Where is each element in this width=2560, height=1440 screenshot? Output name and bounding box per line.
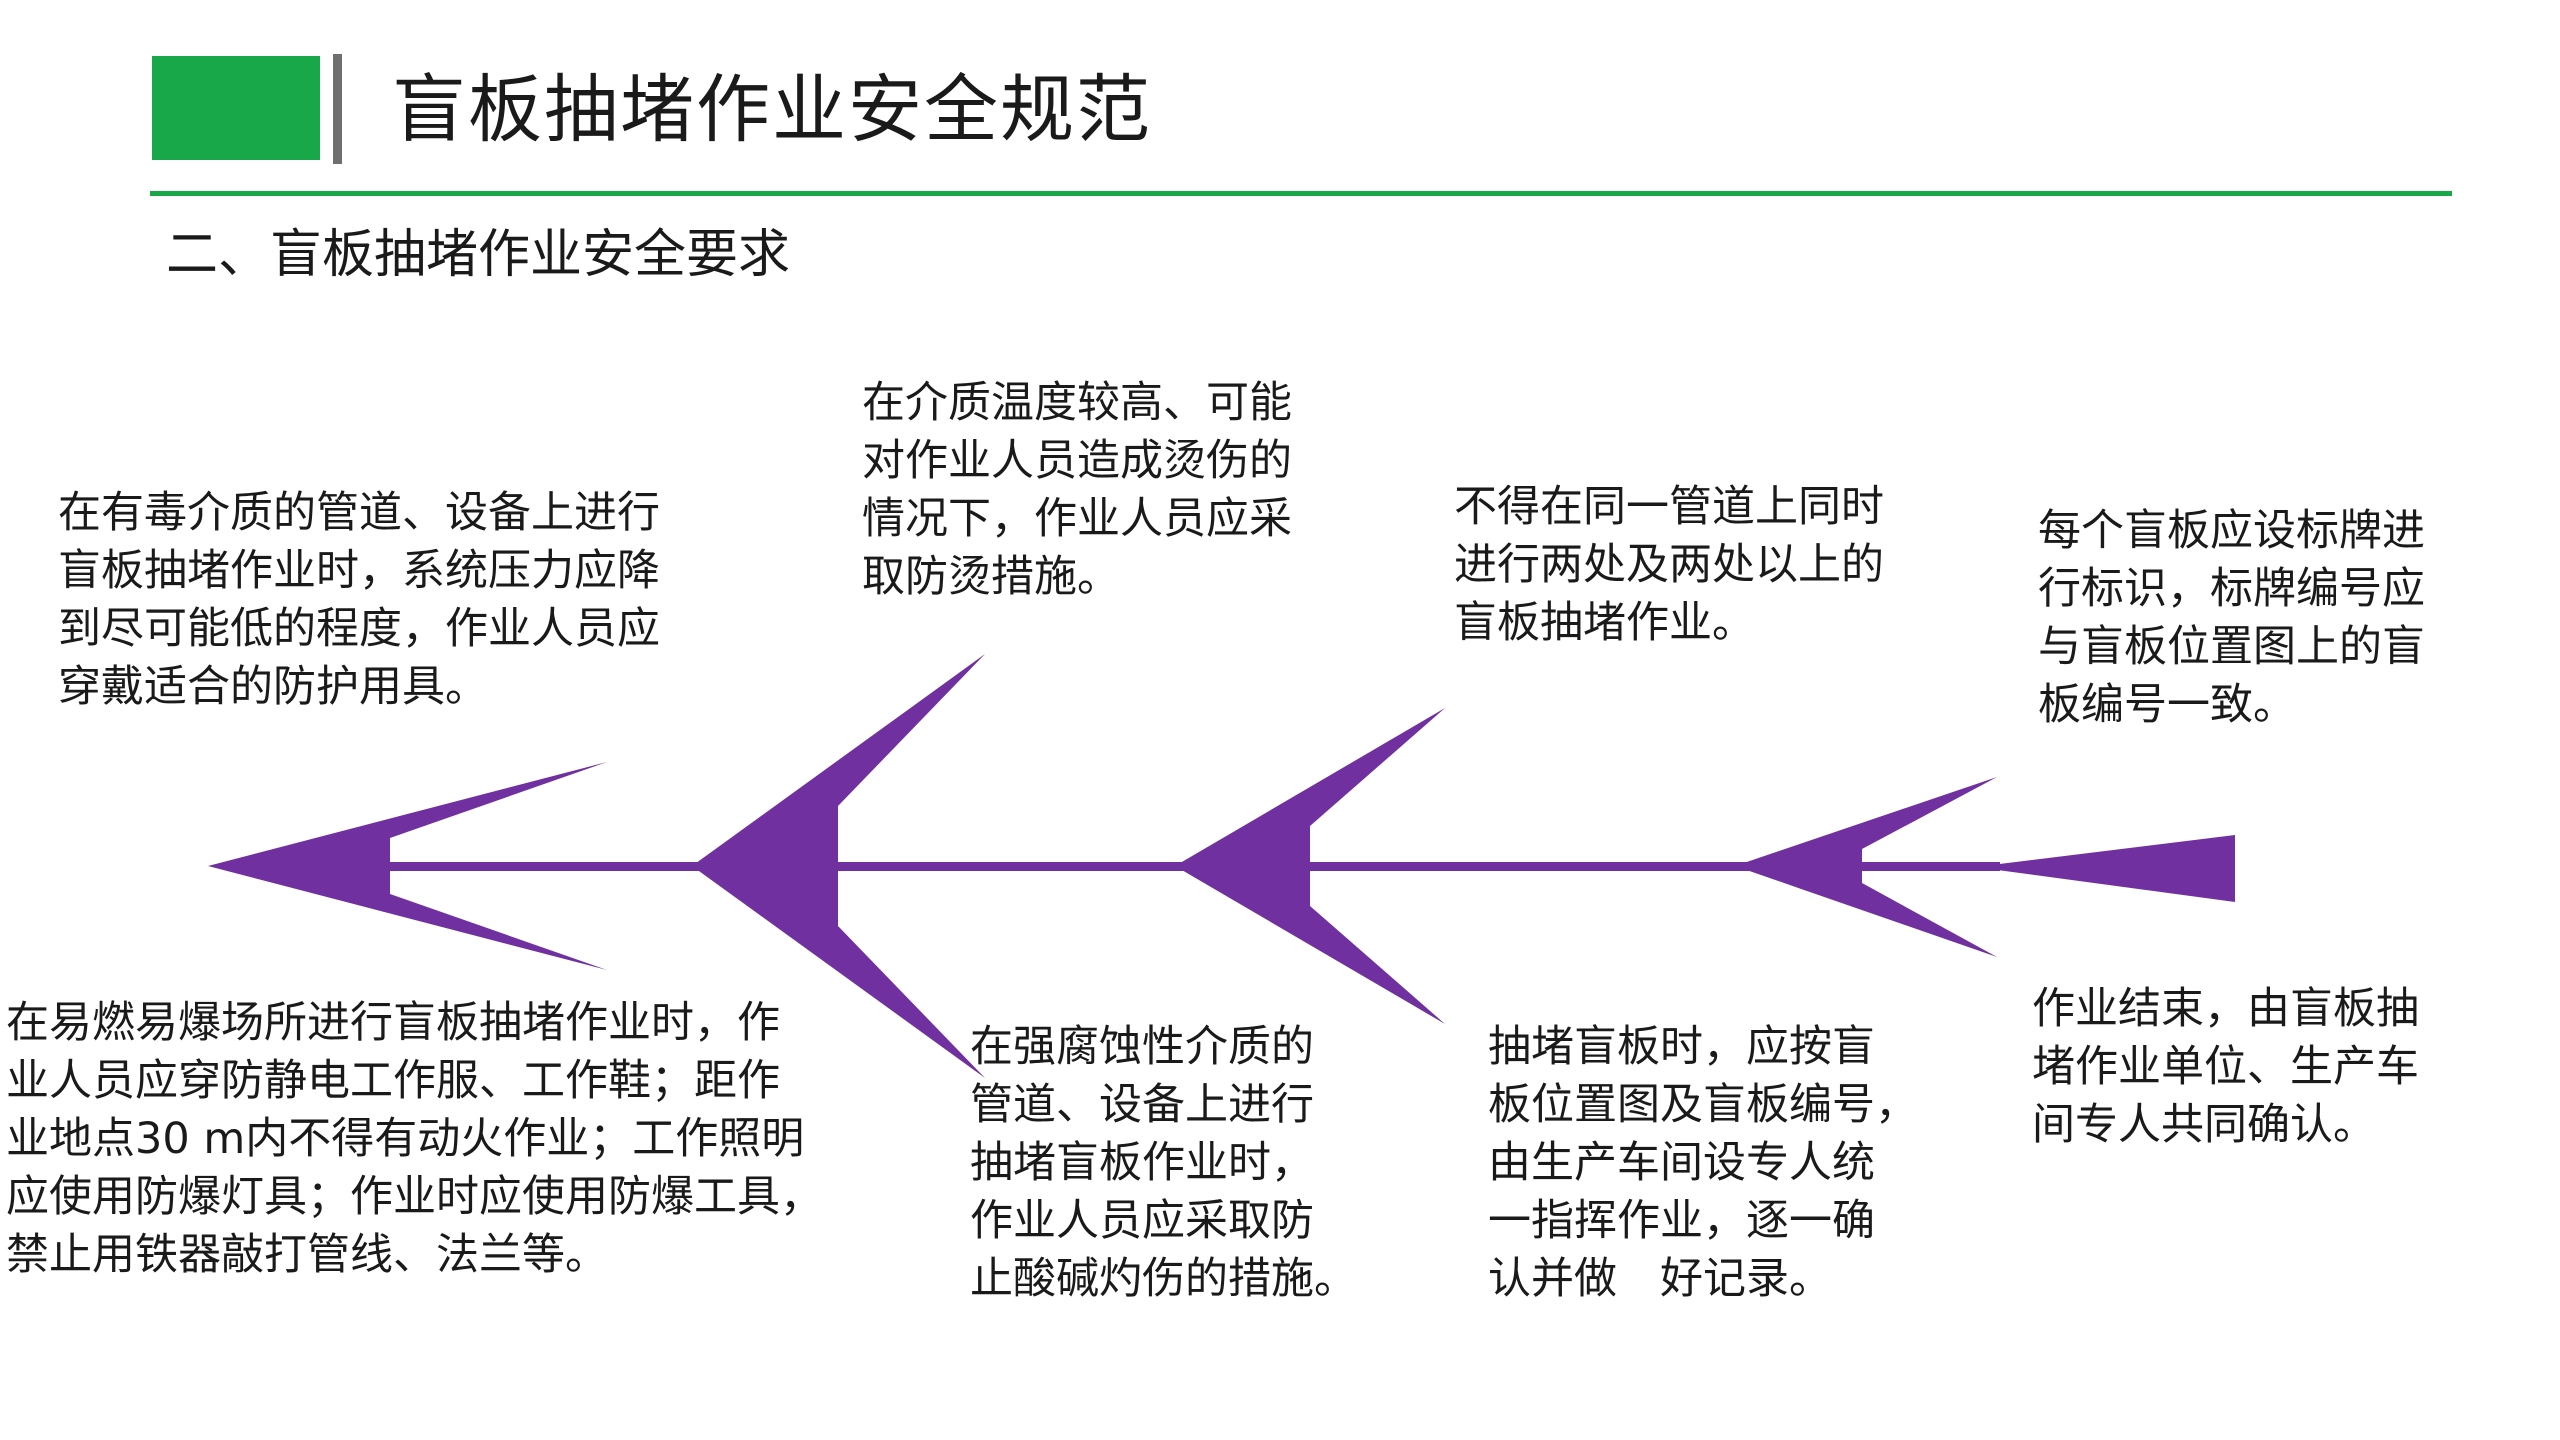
note-bottom-2: 在强腐蚀性介质的 管道、设备上进行 抽堵盲板作业时， 作业人员应采取防 止酸碱灼… (970, 1018, 1357, 1308)
note-line: 堵作业单位、生产车 (2032, 1042, 2419, 1092)
arrow-shaft (300, 862, 2000, 871)
note-line: 一指挥作业，逐一确 (1488, 1196, 1875, 1246)
note-line: 情况下，作业人员应采 (862, 494, 1292, 544)
note-line: 行标识，标牌编号应 (2038, 564, 2425, 614)
note-line: 作业人员应采取防 (970, 1196, 1314, 1246)
note-line: 业人员应穿防静电工作服、工作鞋；距作 (6, 1056, 780, 1106)
note-line: 管道、设备上进行 (970, 1080, 1314, 1130)
note-line: 穿戴适合的防护用具。 (58, 662, 488, 712)
note-line: 每个盲板应设标牌进 (2038, 506, 2425, 556)
header-divider-bar (333, 54, 342, 164)
header-underline (150, 191, 2452, 196)
note-line: 不得在同一管道上同时 (1454, 482, 1884, 532)
note-top-1: 在有毒介质的管道、设备上进行 盲板抽堵作业时，系统压力应降 到尽可能低的程度，作… (58, 484, 660, 716)
note-line: 在介质温度较高、可能 (862, 378, 1292, 428)
note-line: 认并做 好记录。 (1488, 1254, 1832, 1304)
note-line: 在易燃易爆场所进行盲板抽堵作业时，作 (6, 998, 780, 1048)
note-line: 到尽可能低的程度，作业人员应 (58, 604, 660, 654)
note-line: 禁止用铁器敲打管线、法兰等。 (6, 1230, 608, 1280)
note-top-3: 不得在同一管道上同时 进行两处及两处以上的 盲板抽堵作业。 (1454, 478, 1884, 652)
note-line: 板编号一致。 (2038, 680, 2296, 730)
header-accent-block (152, 56, 320, 160)
note-line: 取防烫措施。 (862, 552, 1120, 602)
note-line: 盲板抽堵作业时，系统压力应降 (58, 546, 660, 596)
note-bottom-4: 作业结束，由盲板抽 堵作业单位、生产车 间专人共同确认。 (2032, 980, 2419, 1154)
note-line: 与盲板位置图上的盲 (2038, 622, 2425, 672)
arrow-head-1 (208, 762, 607, 970)
arrow-head-4 (1735, 777, 1997, 957)
note-line: 应使用防爆灯具；作业时应使用防爆工具， (6, 1172, 823, 1222)
note-line: 抽堵盲板时，应按盲 (1488, 1022, 1875, 1072)
note-line: 抽堵盲板作业时， (970, 1138, 1314, 1188)
note-line: 作业结束，由盲板抽 (2032, 984, 2419, 1034)
section-title: 二、盲板抽堵作业安全要求 (166, 225, 791, 285)
page-title: 盲板抽堵作业安全规范 (392, 67, 1152, 153)
note-top-4: 每个盲板应设标牌进 行标识，标牌编号应 与盲板位置图上的盲 板编号一致。 (2038, 502, 2425, 734)
note-line: 盲板抽堵作业。 (1454, 598, 1755, 648)
note-line: 板位置图及盲板编号， (1488, 1080, 1918, 1130)
note-line: 由生产车间设专人统 (1488, 1138, 1875, 1188)
arrow-head-3 (1175, 708, 1445, 1024)
note-bottom-3: 抽堵盲板时，应按盲 板位置图及盲板编号， 由生产车间设专人统 一指挥作业，逐一确… (1488, 1018, 1918, 1308)
note-line: 在强腐蚀性介质的 (970, 1022, 1314, 1072)
note-line: 对作业人员造成烫伤的 (862, 436, 1292, 486)
note-line: 业地点30 m内不得有动火作业；工作照明 (6, 1114, 805, 1164)
note-bottom-1: 在易燃易爆场所进行盲板抽堵作业时，作 业人员应穿防静电工作服、工作鞋；距作 业地… (6, 994, 823, 1284)
arrow-head-2 (692, 654, 985, 1078)
note-line: 止酸碱灼伤的措施。 (970, 1254, 1357, 1304)
note-line: 间专人共同确认。 (2032, 1100, 2376, 1150)
note-line: 在有毒介质的管道、设备上进行 (58, 488, 660, 538)
arrow-tail (1975, 835, 2235, 902)
note-top-2: 在介质温度较高、可能 对作业人员造成烫伤的 情况下，作业人员应采 取防烫措施。 (862, 374, 1292, 606)
note-line: 进行两处及两处以上的 (1454, 540, 1884, 590)
